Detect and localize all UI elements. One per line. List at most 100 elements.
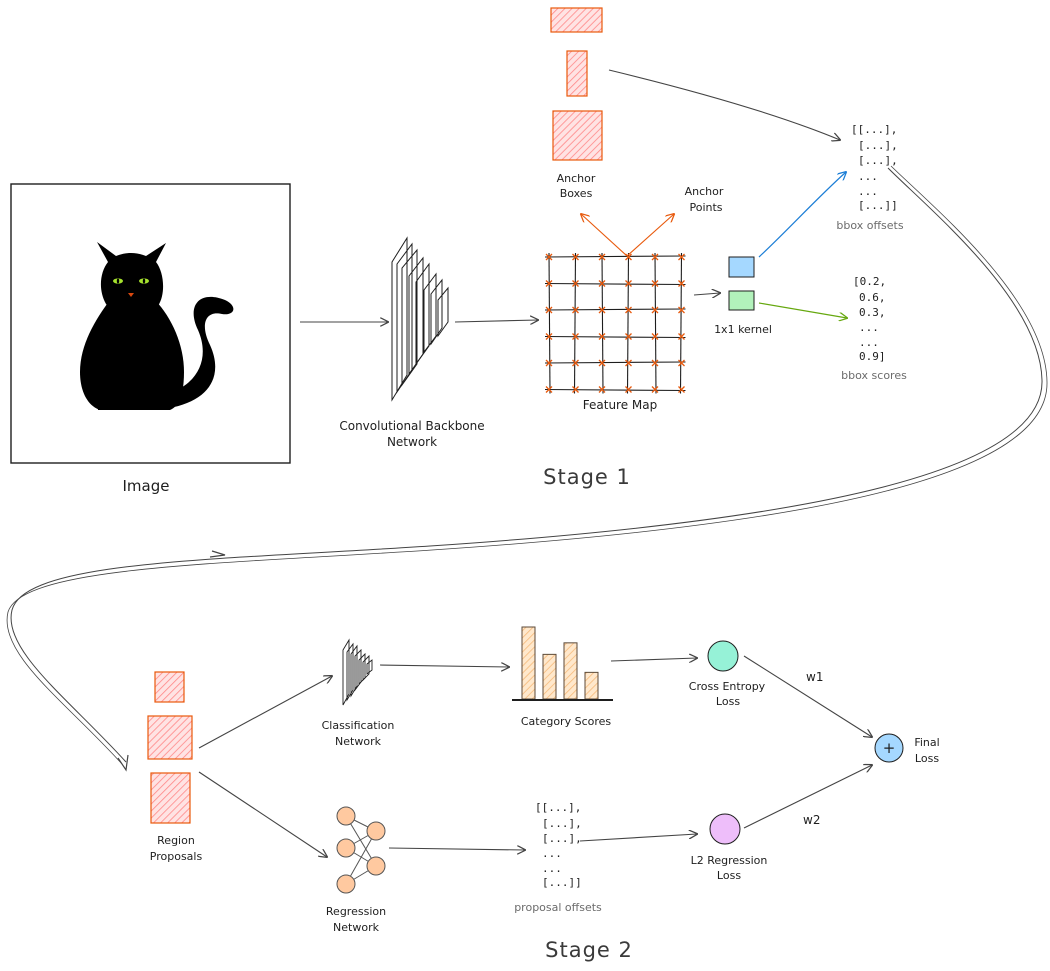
feature-map-row-line	[544, 255, 686, 258]
anchor-point-marker	[598, 359, 606, 367]
anchor-point-marker	[572, 359, 579, 367]
anchor-point-marker	[651, 253, 659, 261]
anchor-point-marker	[598, 280, 606, 287]
regression-network-icon	[336, 806, 386, 894]
bbox-scores-line: ...	[859, 336, 879, 349]
feature-map-row-line	[544, 308, 686, 311]
arrow-l2-to-final	[743, 765, 872, 829]
anchor-point-marker	[545, 386, 553, 393]
region-proposal-medium	[147, 715, 193, 760]
anchor-point-marker	[545, 306, 553, 314]
category-score-bar	[521, 626, 536, 700]
arrow-proposals-to-classification	[198, 676, 332, 749]
anchor-point-marker	[598, 333, 606, 340]
stage1-label: Stage 1	[543, 465, 631, 489]
anchor-point-marker	[625, 280, 632, 287]
anchor-point-marker	[625, 333, 632, 340]
anchor-point-marker	[598, 386, 606, 393]
cross-entropy-node	[707, 640, 739, 672]
feature-map-row-line	[544, 388, 686, 392]
proposal-offsets-line: [...],	[542, 817, 582, 830]
classification-network-icon	[342, 638, 373, 706]
bbox-offsets-line: [...],	[858, 154, 898, 167]
anchor-point-marker	[598, 253, 606, 261]
proposal-offsets-list: [[...], [...], [...], ... ... [...]]	[535, 801, 582, 889]
bbox-offsets-caption: bbox offsets	[836, 219, 903, 232]
feature-map-col-line	[573, 252, 577, 394]
arrow-to-anchor-points	[626, 214, 674, 257]
anchor-point-marker	[651, 386, 659, 393]
bbox-scores-line: 0.3,	[859, 306, 886, 319]
image-label: Image	[123, 477, 170, 495]
anchor-point-marker	[572, 306, 579, 314]
bbox-scores-caption: bbox scores	[841, 369, 907, 382]
feature-map-col-line	[679, 252, 683, 394]
feature-map-row-line	[544, 361, 686, 364]
backbone-label-line2: Network	[387, 435, 437, 449]
bbox-scores-line: 0.9]	[859, 350, 886, 363]
anchor-points-label-line1: Anchor	[685, 185, 724, 198]
region-proposals-label-line2: Proposals	[150, 850, 203, 863]
backbone-icon	[391, 236, 449, 402]
anchor-point-marker	[651, 359, 659, 367]
kernel-box-green	[728, 290, 755, 311]
bbox-offsets-line: ...	[858, 170, 878, 183]
anchor-point-marker	[625, 386, 632, 393]
anchor-point-marker	[545, 359, 553, 367]
feature-map-row-line	[544, 282, 686, 286]
arrow-regression-to-offsets	[388, 848, 525, 850]
category-scores-chart	[512, 626, 613, 701]
category-score-bar	[563, 642, 578, 700]
input-image	[10, 183, 291, 464]
anchor-boxes-label-line1: Anchor	[557, 172, 596, 185]
classification-label-line2: Network	[335, 735, 382, 748]
arrow-offsets-to-l2	[579, 834, 697, 842]
final-loss-label-line1: Final	[914, 736, 939, 749]
feature-map-col-line	[654, 252, 657, 394]
arrow-featuremap-to-kernel	[693, 293, 720, 295]
feature-map-col-line	[548, 252, 551, 394]
l2-label-line2: Loss	[717, 869, 741, 882]
anchor-point-marker	[598, 306, 606, 314]
anchor-point-marker	[651, 333, 659, 340]
w2-label: w2	[803, 813, 820, 827]
feature-map-col-line	[626, 252, 630, 394]
anchor-point-marker	[678, 333, 685, 340]
category-score-bar	[542, 653, 557, 700]
arrow-classification-to-scores	[379, 665, 509, 667]
bbox-scores-line: ...	[859, 321, 879, 334]
bbox-offsets-line: [...]]	[858, 199, 898, 212]
anchor-point-marker	[625, 359, 632, 367]
arrow-backbone-to-featuremap	[454, 320, 538, 322]
proposal-offsets-line: ...	[542, 862, 562, 875]
bbox-scores-line: [0.2,	[853, 275, 886, 288]
arrow-kernel-to-scores	[758, 302, 847, 318]
feature-map	[544, 252, 686, 394]
anchor-point-marker	[651, 280, 659, 287]
backbone-label-line1: Convolutional Backbone	[339, 419, 484, 433]
anchor-point-marker	[572, 280, 579, 287]
regression-label-line2: Network	[333, 921, 380, 934]
feature-map-row-line	[544, 335, 686, 339]
anchor-box-wide	[550, 7, 603, 33]
anchor-point-marker	[678, 386, 685, 393]
region-proposal-small	[154, 671, 185, 703]
region-proposal-large	[150, 772, 191, 824]
kernel-label: 1x1 kernel	[714, 323, 772, 336]
anchor-point-marker	[545, 333, 553, 340]
anchor-point-marker	[678, 253, 685, 261]
proposal-offsets-line: [...],	[542, 832, 582, 845]
region-proposals-label-line1: Region	[157, 834, 195, 847]
anchor-point-marker	[572, 333, 579, 340]
proposal-offsets-caption: proposal offsets	[514, 901, 602, 914]
arrow-anchors-to-offsets	[608, 69, 840, 140]
anchor-point-marker	[545, 253, 553, 261]
feature-map-col-line	[601, 252, 604, 394]
anchor-point-marker	[678, 306, 685, 314]
proposal-offsets-line: [...]]	[542, 876, 582, 889]
anchor-point-marker	[572, 386, 579, 393]
bbox-scores-list: [0.2, 0.6, 0.3, ... ... 0.9]	[853, 275, 886, 363]
l2-label-line1: L2 Regression	[691, 854, 768, 867]
arrow-to-anchor-boxes	[581, 214, 628, 257]
